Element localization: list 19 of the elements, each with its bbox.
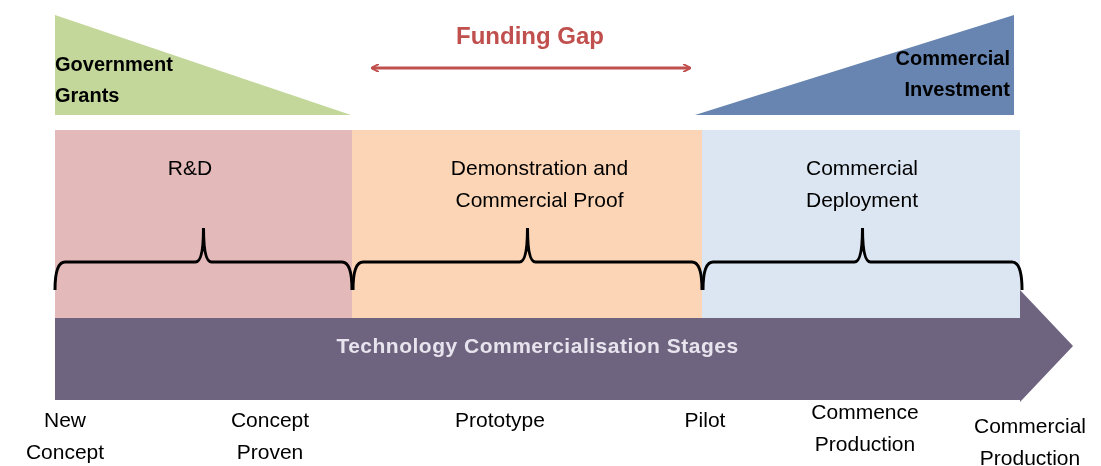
milestone-label: Commercial Production — [973, 413, 1087, 466]
stage-arrow — [55, 290, 1075, 402]
stage-title: Commercial Deployment — [804, 155, 920, 213]
stage-title: Demonstration and Commercial Proof — [449, 155, 630, 213]
stage-title: R&D — [166, 155, 214, 181]
funding-source-label: Government Grants — [55, 52, 174, 108]
funding-triangle — [55, 15, 351, 115]
stage-panel — [702, 130, 1020, 318]
gap-label: Funding Gap — [455, 21, 605, 51]
funding-source-label: Commercial Investment — [894, 46, 1010, 102]
stage-panel — [352, 130, 702, 318]
milestone-label: Concept Proven — [229, 407, 311, 465]
milestone-label: Prototype — [454, 407, 546, 433]
funding-triangle — [695, 15, 1014, 115]
stage-panel — [55, 130, 352, 318]
milestone-label: Commence Production — [810, 399, 920, 457]
milestone-label: New Concept — [24, 407, 106, 465]
arrow-label: Technology Commercialisation Stages — [335, 333, 740, 359]
milestone-label: Pilot — [683, 407, 727, 433]
